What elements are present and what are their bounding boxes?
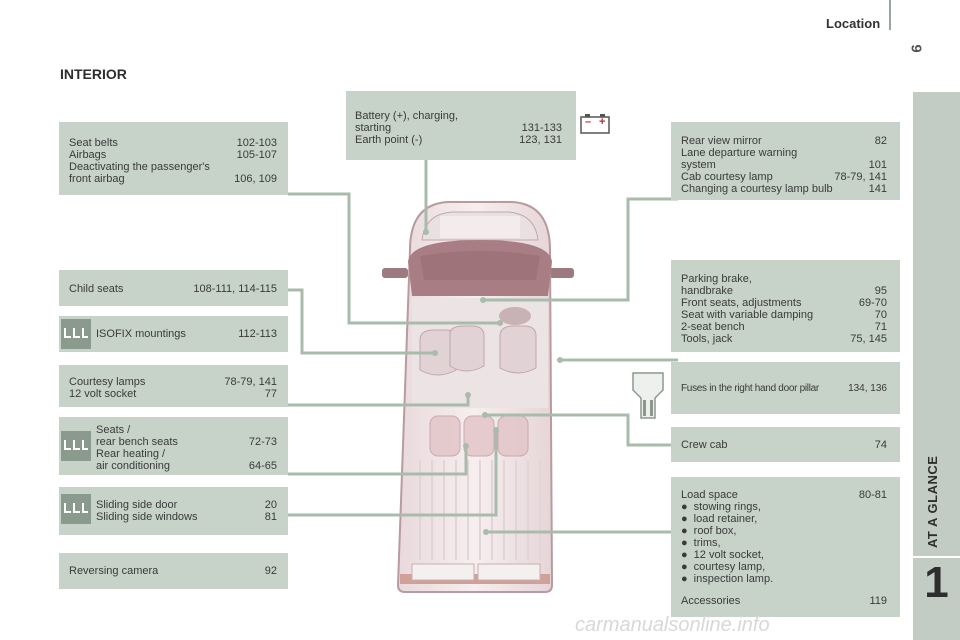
chapter-sidebar xyxy=(913,92,960,640)
right-mirror xyxy=(548,268,574,278)
rear-seat-2 xyxy=(463,415,495,457)
van-grille xyxy=(440,216,520,238)
section-title: Location xyxy=(826,16,881,31)
sidebar-divider xyxy=(913,556,960,558)
van-rear-bumper xyxy=(400,574,550,584)
rear-door-right xyxy=(477,563,541,581)
isofix-seat-icon xyxy=(61,319,91,349)
left-mirror xyxy=(382,268,408,278)
seats-icon xyxy=(61,431,91,461)
battery-plus: + xyxy=(599,116,606,128)
battery-icon: – + xyxy=(580,112,610,134)
battery-minus: – xyxy=(585,116,592,128)
rear-seat-1 xyxy=(429,415,461,457)
front-seat-right xyxy=(499,325,537,374)
sliding-door-icon xyxy=(61,494,91,524)
chapter-number: 1 xyxy=(924,558,949,607)
page-title: INTERIOR xyxy=(60,66,127,82)
header-divider xyxy=(889,0,891,30)
van-gear-knob xyxy=(499,307,531,325)
rear-seat-3 xyxy=(497,415,529,457)
front-seat-middle xyxy=(449,325,485,372)
fuse-icon xyxy=(632,372,664,419)
van-windshield xyxy=(420,251,540,280)
watermark: carmanualsonline.info xyxy=(575,614,770,636)
rear-door-left xyxy=(411,563,475,581)
